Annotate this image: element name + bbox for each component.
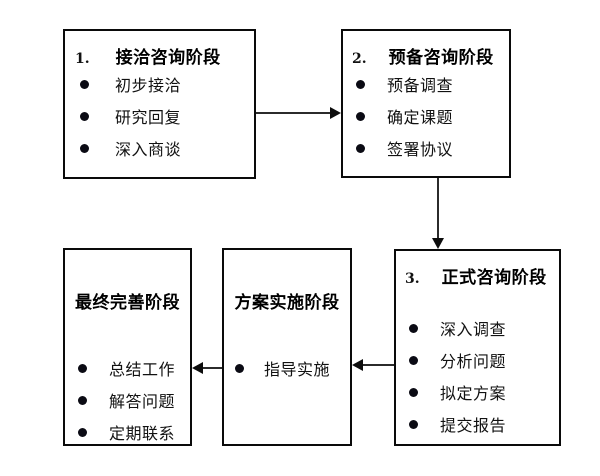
- edge-node1-to-node2-line: [256, 112, 330, 114]
- flow-node-4-item-0-label: 指导实施: [264, 360, 331, 379]
- bullet-icon: [409, 355, 418, 365]
- flow-node-1[interactable]: 1. 接洽咨询阶段 初步接洽 研究回复 深入商谈: [63, 29, 256, 179]
- flow-node-2-number: 2.: [352, 51, 367, 67]
- flow-node-3-item-3-label: 提交报告: [440, 416, 507, 435]
- flow-node-1-body: 1. 接洽咨询阶段 初步接洽 研究回复 深入商谈: [65, 31, 254, 177]
- bullet-icon: [409, 419, 418, 429]
- bullet-icon: [80, 79, 89, 89]
- flow-node-3-item-3: 提交报告: [396, 412, 559, 436]
- flow-node-1-item-0-label: 初步接洽: [115, 76, 182, 95]
- flow-node-3-item-1: 分析问题: [396, 348, 559, 372]
- flow-node-1-item-2-label: 深入商谈: [115, 140, 182, 159]
- flow-node-5-item-2-label: 定期联系: [109, 424, 176, 443]
- edge-node3-to-node4-line: [363, 364, 394, 366]
- flow-node-3-item-1-label: 分析问题: [440, 352, 507, 371]
- bullet-icon: [80, 111, 89, 121]
- flow-node-2-item-2-label: 签署协议: [387, 140, 454, 159]
- bullet-icon: [78, 395, 87, 405]
- flow-node-1-title-row: 1. 接洽咨询阶段: [65, 43, 254, 68]
- flow-node-5-item-0-label: 总结工作: [109, 360, 176, 379]
- flow-node-4-body: 方案实施阶段 指导实施: [224, 250, 350, 444]
- flow-node-3[interactable]: 3. 正式咨询阶段 深入调查 分析问题 拟定方案 提交报告: [394, 249, 561, 446]
- flow-node-5-body: 最终完善阶段 总结工作 解答问题 定期联系: [65, 250, 190, 444]
- edge-node2-to-node3-arrowhead: [432, 238, 444, 249]
- flow-node-3-title: 正式咨询阶段: [441, 268, 547, 288]
- flow-node-3-body: 3. 正式咨询阶段 深入调查 分析问题 拟定方案 提交报告: [396, 251, 559, 444]
- flow-node-2-item-1-label: 确定课题: [387, 108, 454, 127]
- edge-node3-to-node4-arrowhead: [352, 359, 363, 371]
- flow-node-1-number: 1.: [75, 51, 90, 67]
- flow-node-5-title: 最终完善阶段: [75, 293, 180, 313]
- flow-node-5-item-2: 定期联系: [65, 420, 190, 444]
- flow-node-3-title-row: 3. 正式咨询阶段: [396, 263, 559, 288]
- flow-node-4-item-0: 指导实施: [224, 356, 350, 380]
- flow-node-3-item-0-label: 深入调查: [440, 320, 507, 339]
- bullet-icon: [409, 323, 418, 333]
- flow-node-3-item-2: 拟定方案: [396, 380, 559, 404]
- flow-node-2-item-0: 预备调查: [343, 72, 509, 96]
- flow-node-5[interactable]: 最终完善阶段 总结工作 解答问题 定期联系: [63, 248, 192, 446]
- flow-node-3-item-2-label: 拟定方案: [440, 384, 507, 403]
- flow-node-2-title-row: 2. 预备咨询阶段: [343, 43, 509, 68]
- edge-node4-to-node5-line: [203, 367, 222, 369]
- flow-node-1-item-0: 初步接洽: [65, 72, 254, 96]
- edge-node2-to-node3-line: [437, 178, 439, 238]
- edge-node4-to-node5-arrowhead: [192, 362, 203, 374]
- bullet-icon: [80, 143, 89, 153]
- flow-node-1-item-2: 深入商谈: [65, 136, 254, 160]
- bullet-icon: [356, 143, 365, 153]
- flow-node-4-title: 方案实施阶段: [234, 293, 340, 313]
- bullet-icon: [78, 363, 87, 373]
- bullet-icon: [78, 427, 87, 437]
- bullet-icon: [235, 363, 244, 373]
- flow-node-1-item-1-label: 研究回复: [115, 108, 182, 127]
- bullet-icon: [356, 111, 365, 121]
- edge-node1-to-node2-arrowhead: [330, 107, 341, 119]
- flow-node-5-item-1-label: 解答问题: [109, 392, 176, 411]
- flow-node-3-item-0: 深入调查: [396, 316, 559, 340]
- flow-node-5-item-1: 解答问题: [65, 388, 190, 412]
- flow-node-1-item-1: 研究回复: [65, 104, 254, 128]
- flow-node-2-body: 2. 预备咨询阶段 预备调查 确定课题 签署协议: [343, 31, 509, 176]
- bullet-icon: [356, 79, 365, 89]
- flow-node-2-title: 预备咨询阶段: [388, 48, 494, 68]
- flow-node-4[interactable]: 方案实施阶段 指导实施: [222, 248, 352, 446]
- flow-node-2[interactable]: 2. 预备咨询阶段 预备调查 确定课题 签署协议: [341, 29, 511, 178]
- flow-node-2-item-1: 确定课题: [343, 104, 509, 128]
- flow-node-2-item-0-label: 预备调查: [387, 76, 454, 95]
- flow-node-1-title: 接洽咨询阶段: [115, 48, 221, 68]
- bullet-icon: [409, 387, 418, 397]
- flow-node-5-item-0: 总结工作: [65, 356, 190, 380]
- flow-node-3-number: 3.: [405, 271, 420, 287]
- flow-node-2-item-2: 签署协议: [343, 136, 509, 160]
